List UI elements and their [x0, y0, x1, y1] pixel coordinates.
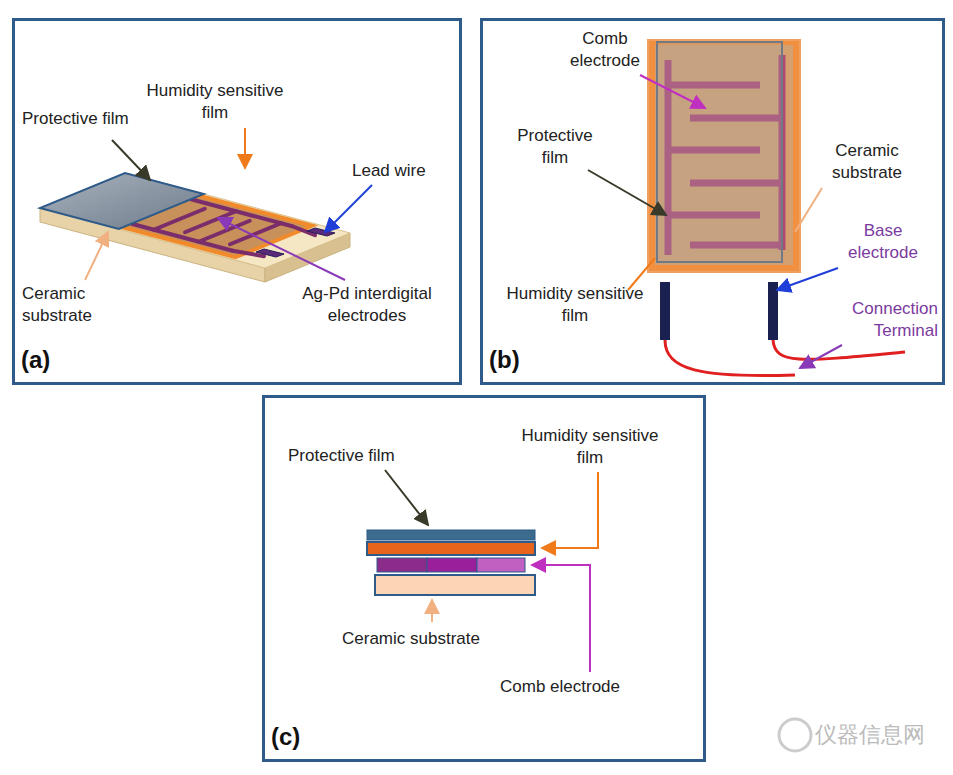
part-label: Comb electrode	[555, 28, 655, 72]
part-label: Ceramic substrate	[22, 283, 122, 327]
sensor-3d	[40, 173, 350, 282]
panel-letter: (c)	[271, 723, 300, 751]
part-label: Ceramic substrate	[812, 140, 922, 184]
part-label: Humidity sensitive film	[500, 283, 650, 327]
part-label: Lead wire	[352, 160, 442, 182]
part-label: Comb electrode	[500, 676, 660, 698]
panel-letter: (a)	[21, 346, 50, 374]
part-label: Base electrode	[828, 220, 938, 264]
watermark-logo	[779, 719, 811, 751]
part-label: Humidity sensitive film	[140, 80, 290, 124]
sensor-top-view	[648, 40, 905, 376]
part-label: Humidity sensitive film	[515, 425, 665, 469]
part-label: Protective film	[288, 445, 438, 467]
part-label: Protective film	[22, 108, 162, 130]
panel-letter: (b)	[489, 346, 520, 374]
sensor-cross-section	[367, 530, 535, 595]
watermark: 仪器信息网	[815, 722, 945, 748]
figure-panel: (a)	[12, 18, 462, 385]
part-label: Protective film	[510, 125, 600, 169]
part-label: Connection Terminal	[826, 298, 938, 342]
part-label: Ceramic substrate	[342, 628, 532, 650]
part-label: Ag-Pd interdigital electrodes	[292, 283, 442, 327]
